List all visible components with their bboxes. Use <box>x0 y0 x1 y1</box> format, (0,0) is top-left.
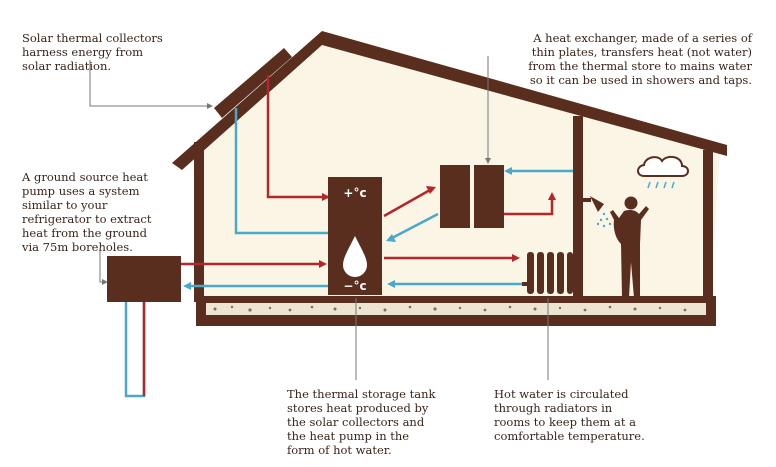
heat-exchanger <box>440 165 504 228</box>
rain-cloud-icon <box>637 155 689 189</box>
person-showering-icon <box>610 196 649 298</box>
solar-callout: Solar thermal collectors harness energy … <box>22 31 163 73</box>
solar-cold-pipe <box>234 108 330 235</box>
leader-arrow-exchanger <box>485 158 491 164</box>
solar-hot-pipe <box>266 75 330 199</box>
left-wall <box>194 142 204 302</box>
tank-to-radiator-arrow <box>512 254 520 262</box>
floor-slab <box>196 296 716 326</box>
borehole-loop <box>124 302 146 398</box>
hot-to-shower-pipe <box>504 198 554 216</box>
solar-collector <box>214 48 292 118</box>
heat-pump-cold-arrow <box>183 282 191 290</box>
exchanger-to-tank-cold <box>391 212 439 240</box>
exchanger-callout: A heat exchanger, made of a series of th… <box>528 31 752 87</box>
solar-hot-arrow <box>322 193 330 201</box>
tank-cold-symbol: −°c <box>343 279 366 293</box>
storage-callout: The thermal storage tank stores heat pro… <box>287 387 436 457</box>
heat-pump-callout: A ground source heat pump uses a system … <box>22 170 152 254</box>
radiator <box>522 252 573 294</box>
mains-cold-arrow <box>504 167 512 175</box>
leader-arrow-heat-pump <box>102 279 108 285</box>
tank-hot-symbol: +°c <box>343 186 366 200</box>
heat-pump-hot-arrow <box>319 260 327 268</box>
shower-head-icon <box>583 196 612 228</box>
radiator-to-tank-arrow <box>387 280 395 288</box>
tank-to-exchanger-arrow <box>426 186 436 194</box>
exchanger-to-tank-arrow <box>386 234 396 242</box>
water-drop-icon <box>343 236 367 277</box>
radiator-callout: Hot water is circulated through radiator… <box>494 387 645 443</box>
leader-arrow-solar <box>207 103 213 109</box>
tank-to-exchanger-hot <box>383 188 431 218</box>
hot-to-shower-arrow <box>548 192 556 200</box>
leader-lines <box>89 56 549 380</box>
partition-wall <box>573 116 583 300</box>
ground-source-heat-pump <box>107 256 181 302</box>
right-wall <box>703 150 713 302</box>
